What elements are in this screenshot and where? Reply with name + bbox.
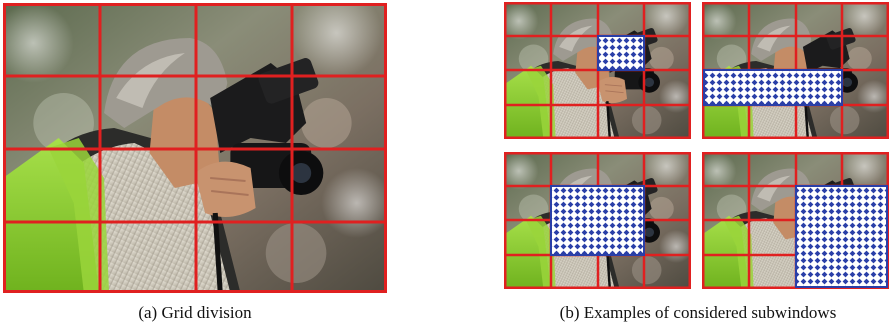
subwindow-highlight	[550, 185, 645, 256]
example-2-graphic	[702, 2, 889, 139]
caption-a: (a) Grid division	[138, 303, 252, 322]
subwindow-highlight	[795, 185, 888, 288]
panel-a: (a) Grid division	[0, 0, 390, 336]
subwindow-example-4	[702, 152, 889, 289]
grid-division-image	[3, 3, 387, 293]
example-4-graphic	[702, 152, 889, 289]
subwindow-example-3	[504, 152, 691, 289]
subwindow-example-1	[504, 2, 691, 139]
grid-lines	[3, 3, 387, 293]
subwindow-highlight	[597, 35, 645, 71]
example-3-graphic	[504, 152, 691, 289]
panel-b: (b) Examples of considered subwindows	[500, 0, 896, 336]
subwindow-example-2	[702, 2, 889, 139]
example-1-graphic	[504, 2, 691, 139]
photo-with-grid	[3, 3, 387, 293]
subwindow-highlight	[703, 69, 843, 106]
caption-b: (b) Examples of considered subwindows	[559, 303, 837, 322]
